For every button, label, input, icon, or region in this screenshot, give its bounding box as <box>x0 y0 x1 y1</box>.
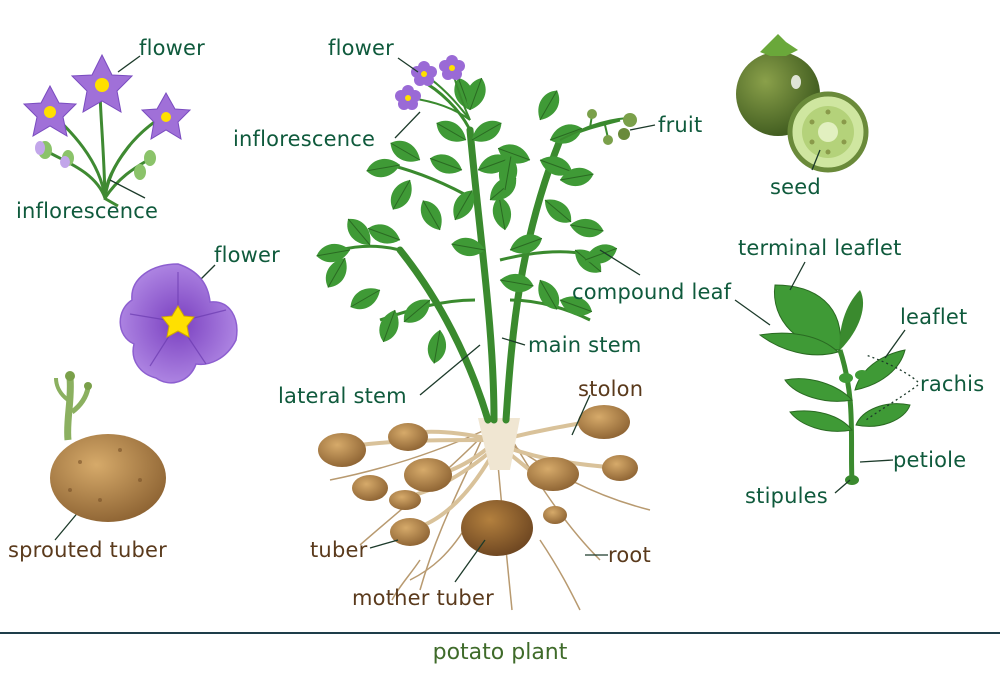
label-tuber: tuber <box>310 538 368 562</box>
diagram-caption: potato plant <box>432 640 568 665</box>
label-stolon: stolon <box>578 377 644 401</box>
label-flower-mid-left: flower <box>214 243 281 267</box>
potato-plant-illustration <box>314 55 651 611</box>
label-flower-top-left: flower <box>139 36 206 60</box>
label-fruit: fruit <box>658 113 703 137</box>
label-sprouted-tuber: sprouted tuber <box>8 538 167 562</box>
label-inflorescence-center: inflorescence <box>233 127 376 151</box>
inflorescence-illustration <box>22 53 192 208</box>
label-stipules: stipules <box>745 484 828 508</box>
label-compound-leaf: compound leaf <box>572 280 732 304</box>
label-rachis: rachis <box>920 372 985 396</box>
label-root: root <box>608 543 651 567</box>
divider-line <box>0 632 1000 634</box>
label-petiole: petiole <box>893 448 967 472</box>
label-leaflet: leaflet <box>900 305 968 329</box>
label-flower-center: flower <box>328 36 395 60</box>
label-main-stem: main stem <box>528 333 642 357</box>
fruit-illustration <box>736 34 869 173</box>
compound-leaf-illustration <box>758 284 911 485</box>
label-inflorescence-left: inflorescence <box>16 199 159 223</box>
label-terminal-leaflet: terminal leaflet <box>738 236 902 260</box>
label-seed: seed <box>770 175 821 199</box>
sprouted-tuber-illustration <box>50 371 166 522</box>
label-lateral-stem: lateral stem <box>278 384 407 408</box>
flower-illustration <box>119 263 238 384</box>
label-mother-tuber: mother tuber <box>352 586 494 610</box>
